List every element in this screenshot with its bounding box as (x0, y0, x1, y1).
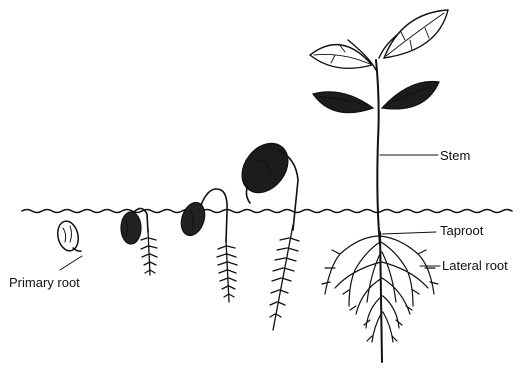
stage-5-plant (310, 10, 448, 362)
label-stem: Stem (440, 149, 470, 162)
stage-1-seed (55, 219, 81, 253)
root-3 (217, 240, 237, 302)
cotyledon-right (382, 82, 439, 109)
label-primary-root: Primary root (9, 276, 80, 289)
label-taproot: Taproot (440, 224, 483, 237)
label-lateral-root: Lateral root (442, 259, 508, 272)
stem (376, 60, 380, 245)
seed-2 (121, 212, 141, 244)
cotyledon-left (313, 92, 373, 113)
stage-4-seedling (233, 134, 299, 330)
root-2 (141, 230, 157, 275)
pointer-primary-root (60, 256, 82, 270)
soil-line (22, 210, 512, 213)
primary-root-1 (73, 248, 81, 251)
leaf-left (310, 45, 372, 69)
cotyledon-4 (233, 134, 298, 201)
seed-1 (55, 219, 81, 253)
root-4 (270, 225, 299, 330)
stage-3-seedling (177, 189, 237, 302)
pointer-taproot (382, 232, 436, 234)
stage-2-seedling (121, 208, 157, 275)
